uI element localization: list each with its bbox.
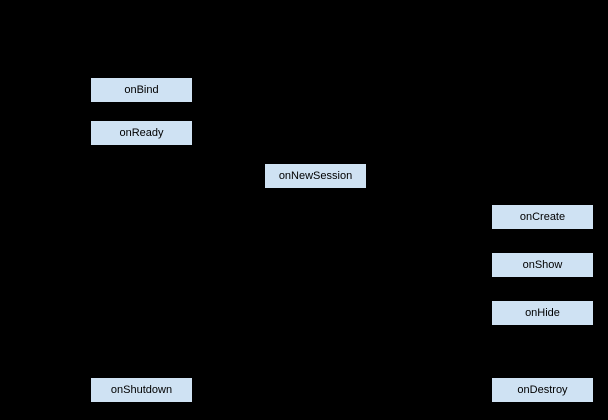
node-onready: onReady: [90, 120, 193, 146]
node-onnewsession-label: onNewSession: [278, 170, 353, 182]
node-onbind: onBind: [90, 77, 193, 103]
node-onhide-label: onHide: [525, 307, 560, 319]
node-onshow-label: onShow: [522, 259, 563, 271]
node-ondestroy: onDestroy: [491, 377, 594, 403]
node-onhide: onHide: [491, 300, 594, 326]
node-onshutdown: onShutdown: [90, 377, 193, 403]
node-ondestroy-label: onDestroy: [517, 384, 568, 396]
node-onshow: onShow: [491, 252, 594, 278]
node-onshutdown-label: onShutdown: [110, 384, 173, 396]
node-onnewsession: onNewSession: [264, 163, 367, 189]
node-oncreate-label: onCreate: [519, 211, 566, 223]
node-onready-label: onReady: [119, 127, 164, 139]
node-oncreate: onCreate: [491, 204, 594, 230]
node-onbind-label: onBind: [124, 84, 159, 96]
